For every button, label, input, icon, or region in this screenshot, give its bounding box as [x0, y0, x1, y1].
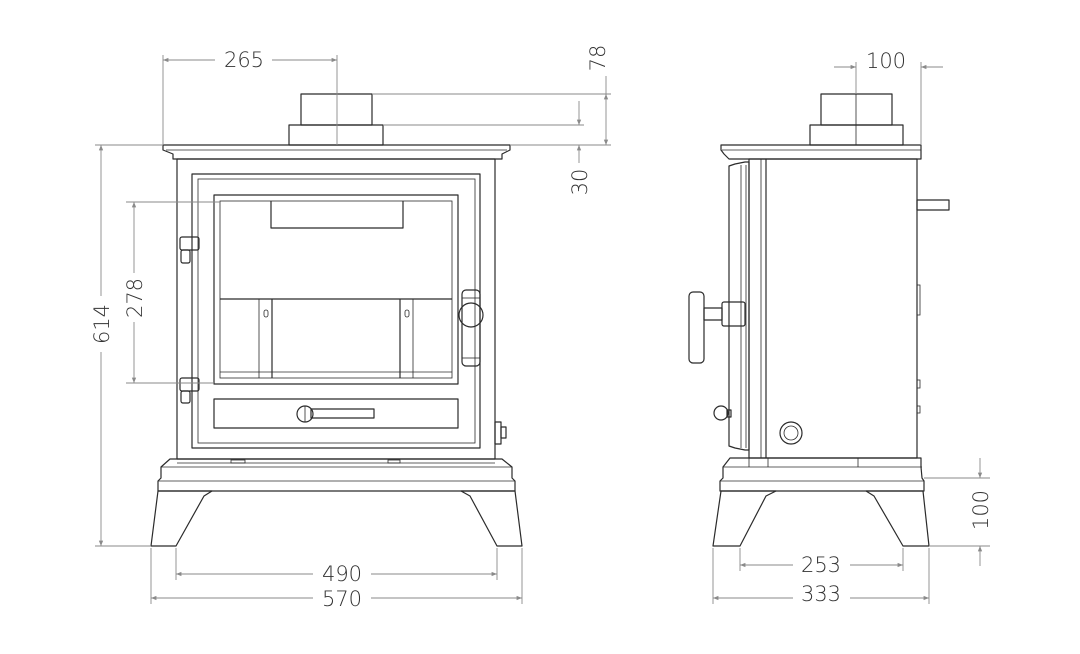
dim-leg-inner-depth: 253 — [801, 553, 841, 577]
stove-body — [176, 158, 496, 460]
dim-overall-width: 570 — [322, 587, 362, 611]
stove-body-side — [748, 158, 950, 459]
plinth — [157, 458, 516, 492]
side-dimensions: 100 100 253 333 — [712, 49, 993, 606]
bolt-icon — [263, 309, 269, 318]
side-knob — [494, 421, 507, 445]
baffle — [270, 201, 404, 229]
bolt-icon — [404, 309, 410, 318]
dim-leg-height: 100 — [969, 490, 993, 530]
door-side — [728, 161, 750, 451]
lower-knob-side — [713, 405, 732, 421]
rear-pipe — [916, 199, 950, 211]
door-handle-side — [688, 291, 746, 364]
side-view — [688, 93, 950, 547]
dim-collar-height: 30 — [568, 169, 592, 196]
dim-overall-height: 614 — [90, 304, 114, 344]
dim-overall-depth: 333 — [801, 582, 841, 606]
front-dimensions: 265 78 30 614 278 490 570 — [90, 45, 611, 611]
glass-window — [213, 194, 459, 385]
dim-leg-inner-width: 490 — [322, 562, 362, 586]
front-view — [150, 93, 523, 547]
airwash-control — [213, 398, 459, 429]
air-vent-icon — [779, 421, 803, 445]
dim-flue-height: 78 — [586, 45, 610, 72]
dim-glass-height: 278 — [123, 278, 147, 318]
door-hinges — [179, 236, 200, 404]
top-plate-side — [720, 144, 922, 160]
plinth-side — [719, 457, 925, 492]
dim-flue-offset: 265 — [224, 48, 264, 72]
legs-side — [712, 490, 930, 547]
flue-collar — [288, 93, 384, 146]
door-handle — [458, 289, 484, 367]
flue-collar-side — [809, 93, 904, 146]
top-plate — [162, 144, 511, 160]
legs — [150, 490, 523, 547]
dim-flue-to-rear: 100 — [866, 49, 906, 73]
